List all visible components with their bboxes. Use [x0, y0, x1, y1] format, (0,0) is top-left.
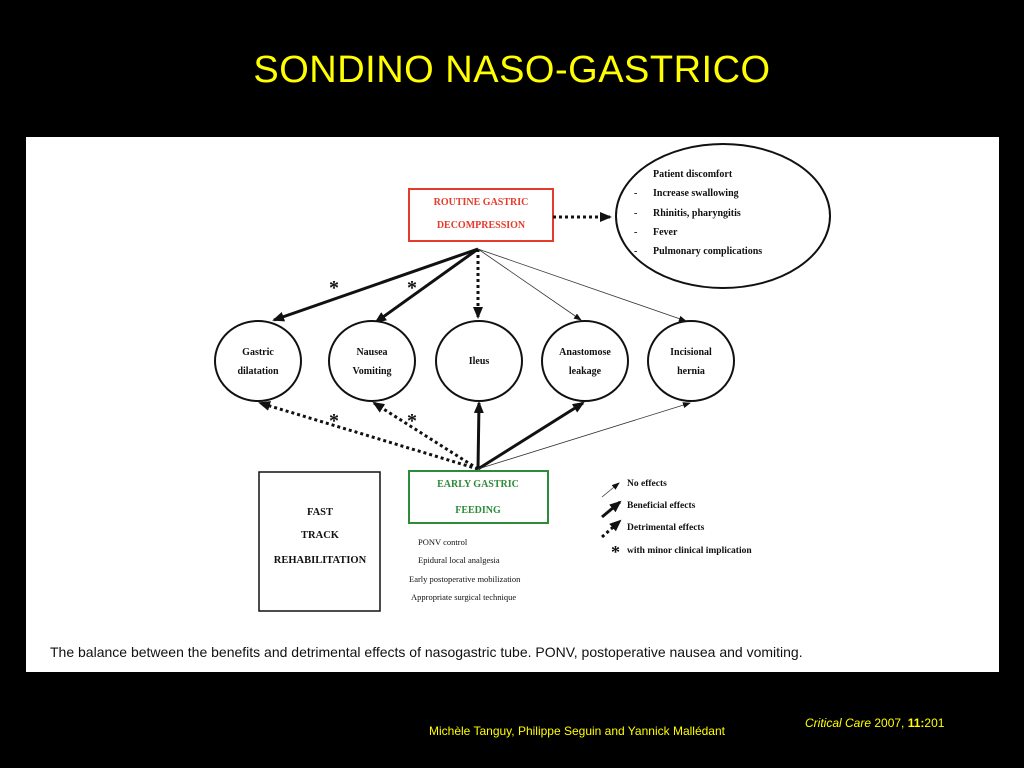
citation-page: 201 [924, 716, 945, 730]
complication-item: Pulmonary complications [653, 246, 762, 257]
feeding-factor: Early postoperative mobilization [409, 574, 521, 584]
feeding-box-line1: EARLY GASTRIC [437, 479, 519, 490]
asterisk-marker: * [329, 277, 339, 299]
node-label-line1: Incisional [670, 347, 712, 358]
complications-ellipse [615, 143, 831, 289]
complication-item: Fever [653, 227, 678, 238]
node-label-line1: Anastomose [559, 347, 611, 358]
citation-journal: Critical Care [805, 716, 872, 730]
routine-box-line2: DECOMPRESSION [437, 220, 526, 231]
node-label-line2: Vomiting [352, 366, 391, 377]
arrow-feeding-to-gastric-dilatation [258, 401, 479, 471]
routine-decompression-box [408, 188, 554, 242]
node-label-line1: Gastric [242, 347, 274, 358]
complication-item: Patient discomfort [653, 169, 733, 180]
legend-detrimental-label: Detrimental effects [627, 523, 705, 533]
outcome-nausea-vomiting: Nausea Vomiting [328, 320, 416, 402]
complication-item: Increase swallowing [653, 188, 739, 199]
arrow-top-to-anastomose [477, 248, 582, 321]
asterisk-marker: * [407, 410, 417, 432]
citation-year: 2007, [871, 716, 908, 730]
diagram-panel: ROUTINE GASTRIC DECOMPRESSION - Patient … [26, 137, 999, 672]
arrow-top-to-nausea-vomiting [374, 247, 479, 324]
fast-track-line1: FAST [307, 507, 333, 518]
footer-authors: Michèle Tanguy, Philippe Seguin and Yann… [429, 724, 725, 738]
legend-minor-implication-label: with minor clinical implication [627, 546, 752, 556]
feeding-factor: Epidural local analgesia [418, 555, 500, 565]
node-label-line2: leakage [569, 366, 602, 377]
citation-volume: 11: [907, 716, 925, 730]
outcome-gastric-dilatation: Gastric dilatation [214, 320, 302, 402]
outcome-ileus: Ileus [435, 320, 523, 402]
nasogastric-diagram: ROUTINE GASTRIC DECOMPRESSION - Patient … [214, 143, 831, 612]
legend-beneficial-arrow [601, 500, 622, 519]
legend: No effects Beneficial effects Detrimenta… [601, 479, 752, 562]
early-feeding-box [408, 470, 549, 524]
arrow-feeding-to-ileus [473, 401, 484, 470]
fast-track-box [258, 471, 381, 612]
feeding-factor: PONV control [418, 537, 468, 547]
legend-beneficial-label: Beneficial effects [627, 501, 696, 511]
complication-dash: - [634, 246, 637, 257]
feeding-box-line2: FEEDING [455, 505, 501, 516]
complications-list: - Patient discomfort - Increase swallowi… [634, 169, 762, 257]
arrow-top-to-gastric-dilatation [272, 247, 479, 322]
footer-citation: Critical Care 2007, 11:201 [805, 716, 944, 730]
asterisk-marker: * [407, 277, 417, 299]
fast-track-line2: TRACK [301, 530, 340, 541]
feeding-factor: Appropriate surgical technique [411, 592, 516, 602]
complication-dash: - [634, 227, 637, 238]
node-label-line1: Nausea [356, 347, 387, 358]
legend-no-effects-arrow [601, 482, 620, 498]
legend-no-effects-label: No effects [627, 479, 667, 489]
legend-asterisk-marker: * [611, 542, 620, 562]
asterisk-marker: * [329, 410, 339, 432]
node-label-line2: hernia [677, 366, 705, 377]
complication-dash: - [634, 169, 637, 180]
arrow-feeding-to-hernia [477, 402, 691, 470]
slide-title: SONDINO NASO-GASTRICO [253, 49, 771, 91]
outcome-incisional-hernia: Incisional hernia [647, 320, 735, 402]
arrow-top-to-hernia [477, 248, 687, 322]
complication-item: Rhinitis, pharyngitis [653, 208, 741, 219]
complication-dash: - [634, 188, 637, 199]
arrow-feeding-to-anastomose [477, 401, 585, 471]
fast-track-line3: REHABILITATION [274, 555, 367, 566]
complication-dash: - [634, 208, 637, 219]
feeding-factors: PONV control Epidural local analgesia Ea… [409, 537, 521, 602]
outcome-anastomose-leakage: Anastomose leakage [541, 320, 629, 402]
node-label-line2: dilatation [237, 366, 279, 377]
figure-caption: The balance between the benefits and det… [50, 644, 803, 660]
arrow-feeding-to-nausea-vomiting [372, 401, 479, 471]
node-label-line1: Ileus [469, 356, 490, 367]
legend-detrimental-arrow [601, 519, 622, 539]
routine-box-line1: ROUTINE GASTRIC [434, 197, 529, 208]
